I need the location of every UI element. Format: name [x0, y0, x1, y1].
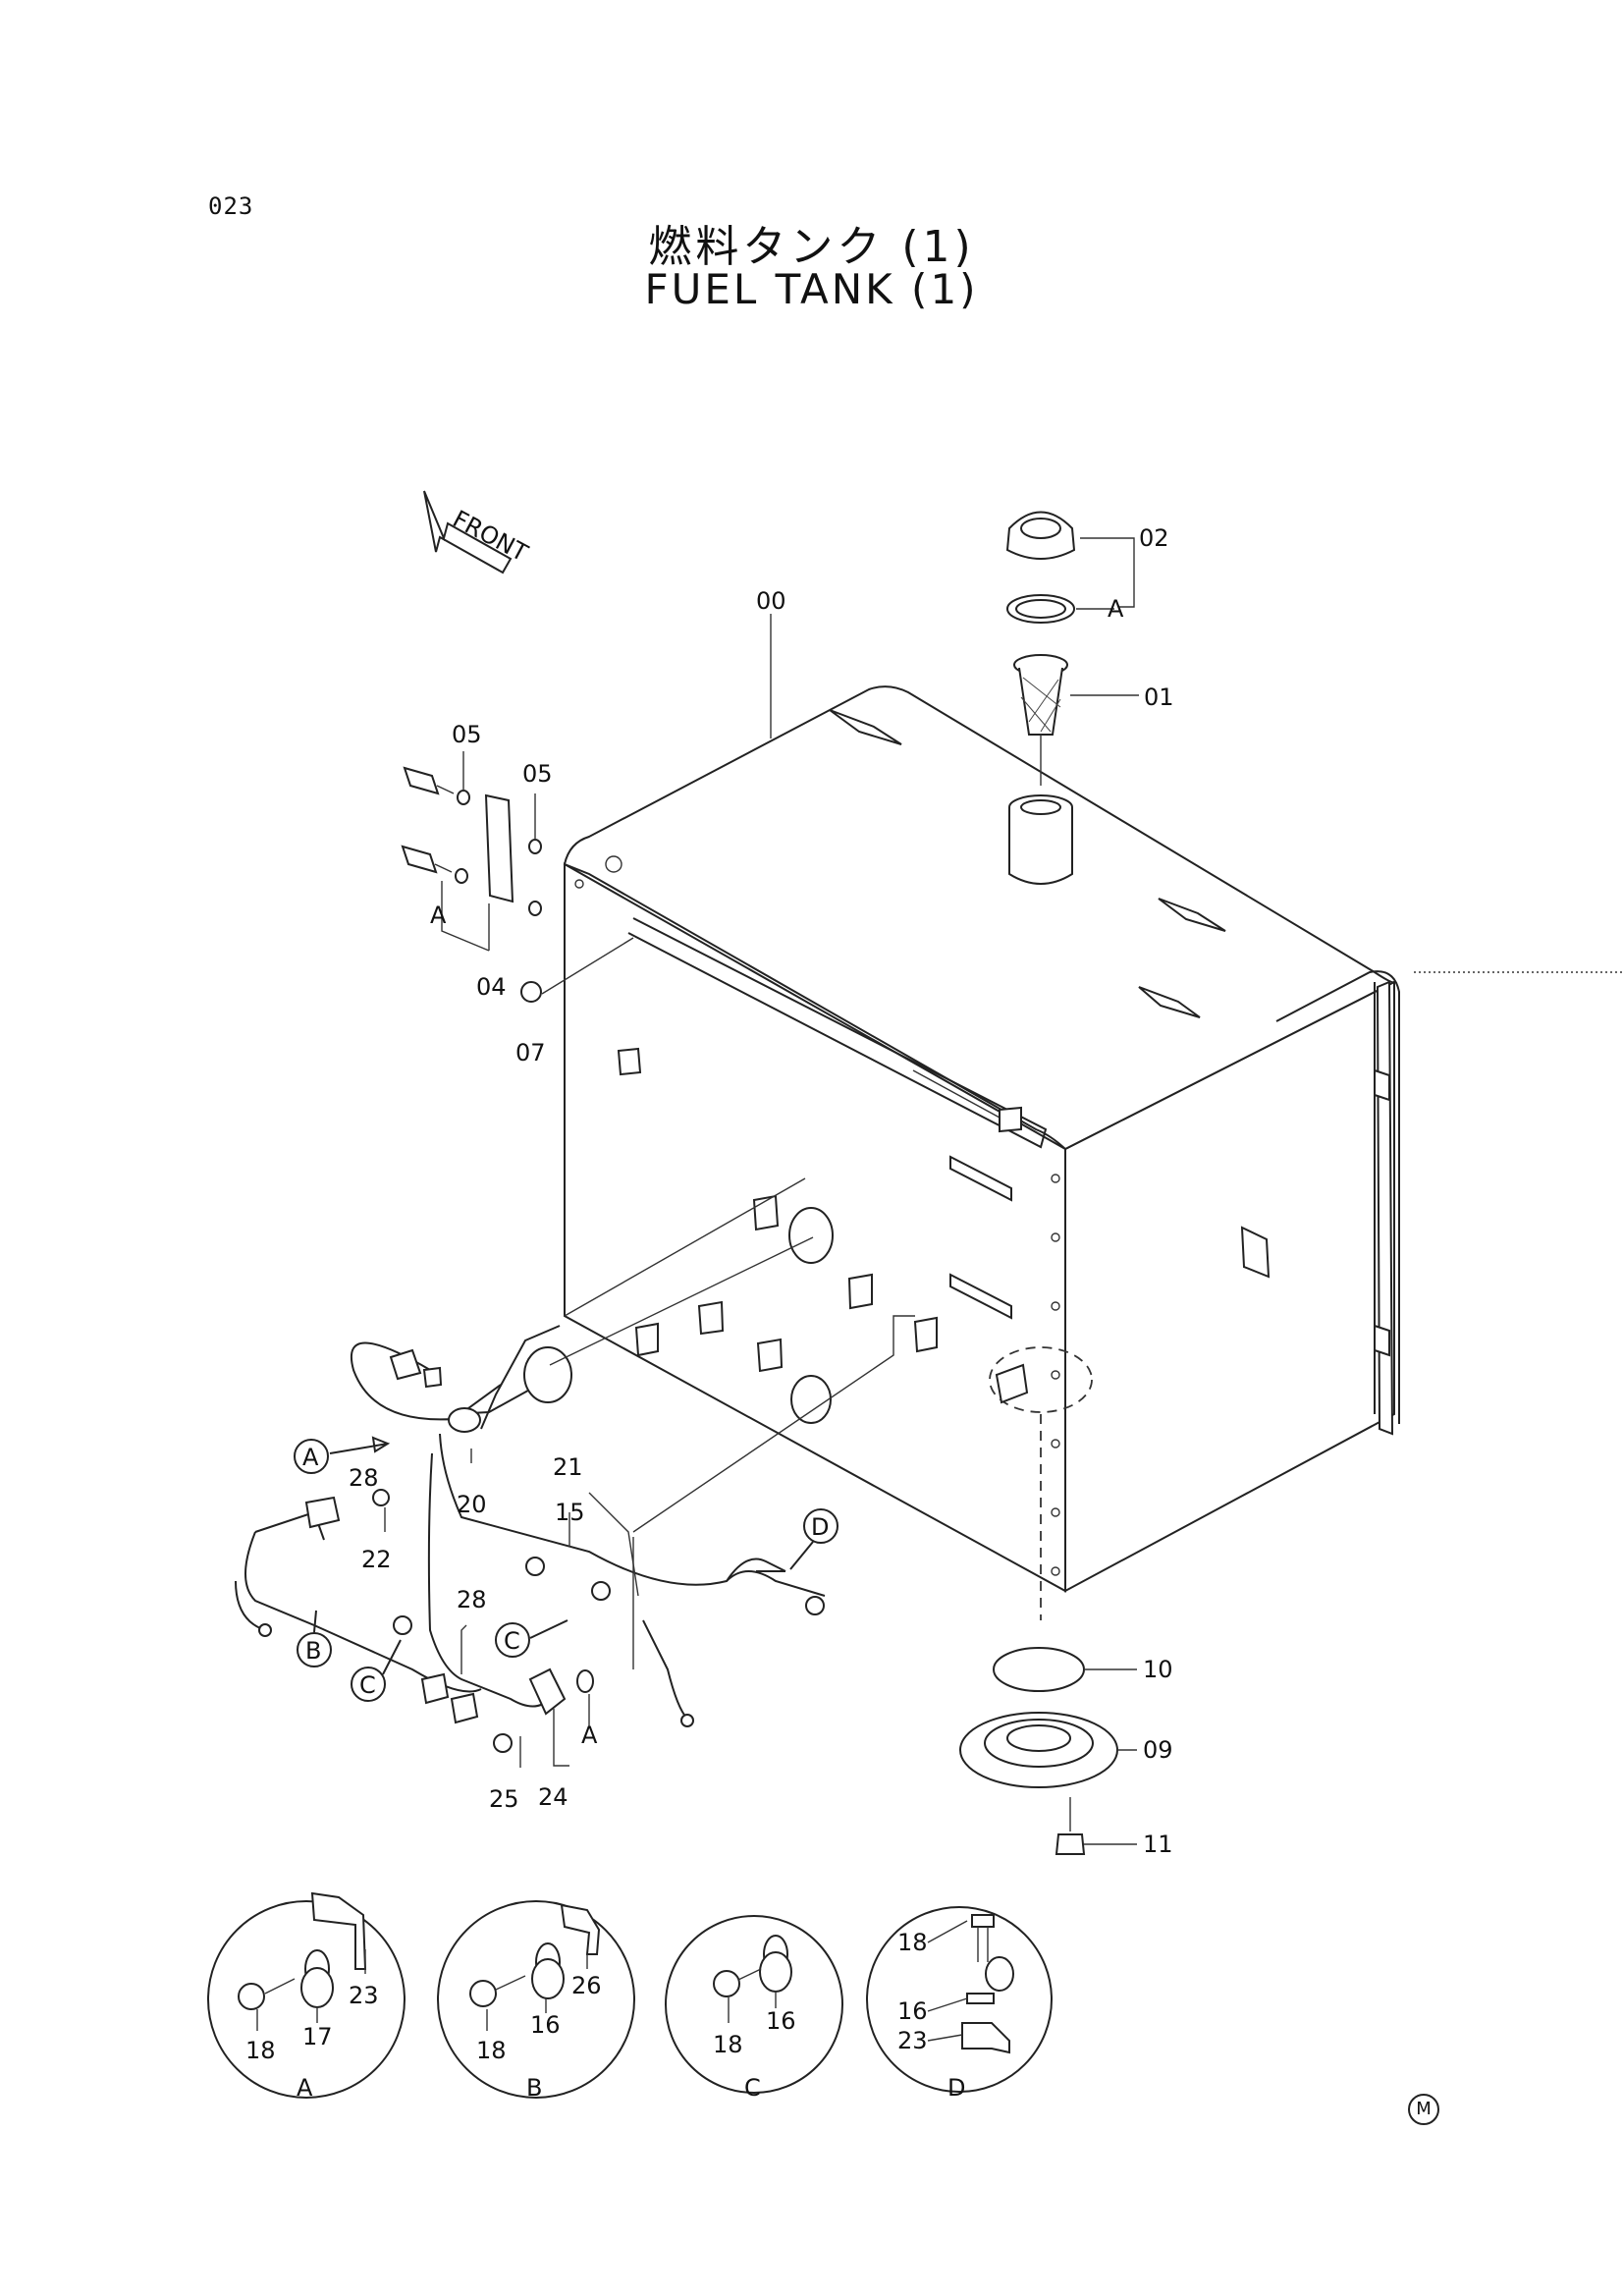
part-label-09: 09: [1143, 1736, 1173, 1764]
filler-cap-assembly: 02 A 01: [1005, 511, 1174, 786]
svg-text:A: A: [302, 1444, 319, 1471]
callout-d: D: [789, 1508, 839, 1570]
detail-letter-c: C: [744, 2074, 761, 2102]
callout-a: A: [294, 1436, 391, 1474]
detail-letter-b: B: [526, 2074, 542, 2102]
title-japanese: 燃料タンク (1): [648, 222, 975, 272]
part-label-21: 21: [553, 1453, 583, 1481]
detail-letter-a: A: [297, 2074, 313, 2102]
part-label-01: 01: [1144, 683, 1174, 711]
fuel-tank-body: [563, 685, 1400, 1593]
part-label-05-left: 05: [452, 721, 482, 748]
svg-text:26: 26: [571, 1972, 602, 1999]
page-number: 023: [208, 192, 254, 220]
svg-text:23: 23: [897, 2027, 928, 2054]
part-label-05-right: 05: [522, 760, 553, 788]
svg-text:D: D: [811, 1513, 829, 1541]
callout-c-left: C: [351, 1639, 402, 1702]
svg-text:18: 18: [713, 2031, 743, 2058]
detail-view-c: 16 18 C: [665, 1915, 843, 2102]
part-label-04: 04: [476, 973, 507, 1001]
part-label-10: 10: [1143, 1656, 1173, 1683]
detail-letter-d: D: [947, 2074, 965, 2102]
ref-a-sender: A: [581, 1722, 598, 1749]
ref-a-bolt: A: [430, 902, 447, 929]
svg-text:B: B: [305, 1637, 321, 1665]
part-label-15: 15: [555, 1499, 585, 1526]
svg-text:C: C: [359, 1671, 376, 1699]
callout-b: B: [297, 1610, 332, 1667]
part-label-25: 25: [489, 1785, 519, 1813]
part-label-28-mid: 28: [457, 1586, 487, 1613]
part-label-24: 24: [538, 1783, 568, 1811]
ref-a-cap: A: [1108, 595, 1124, 623]
front-arrow: FRONT: [423, 490, 532, 574]
svg-text:18: 18: [245, 2037, 276, 2064]
svg-text:16: 16: [530, 2011, 561, 2039]
svg-text:23: 23: [349, 1982, 379, 2009]
detail-view-d: 18 16 23 D: [866, 1906, 1053, 2102]
svg-text:18: 18: [476, 2037, 507, 2064]
svg-text:17: 17: [302, 2023, 333, 2050]
part-label-02: 02: [1139, 524, 1169, 552]
part-label-07: 07: [515, 1039, 546, 1066]
manufacturer-mark: M: [1408, 2094, 1439, 2125]
part-label-20: 20: [457, 1491, 487, 1518]
mount-hardware: 05 05 A 04 07: [401, 721, 634, 1066]
title-english: FUEL TANK (1): [644, 265, 979, 313]
svg-text:16: 16: [897, 1997, 928, 2025]
svg-text:C: C: [504, 1627, 520, 1655]
svg-text:18: 18: [897, 1929, 928, 1956]
callout-c-right: C: [495, 1619, 568, 1658]
wiring-harness: 21 20 28 22 15 28 A 25 24: [235, 1177, 915, 1813]
detail-view-b: 26 16 18 B: [437, 1900, 635, 2102]
part-label-22: 22: [361, 1546, 392, 1573]
svg-text:16: 16: [766, 2007, 796, 2035]
part-label-11: 11: [1143, 1831, 1173, 1858]
part-label-28-top: 28: [349, 1464, 379, 1492]
part-label-00: 00: [756, 587, 786, 615]
detail-view-a: 23 17 18 A: [207, 1891, 406, 2102]
drain-assembly: 10 09 11: [959, 1414, 1173, 1858]
